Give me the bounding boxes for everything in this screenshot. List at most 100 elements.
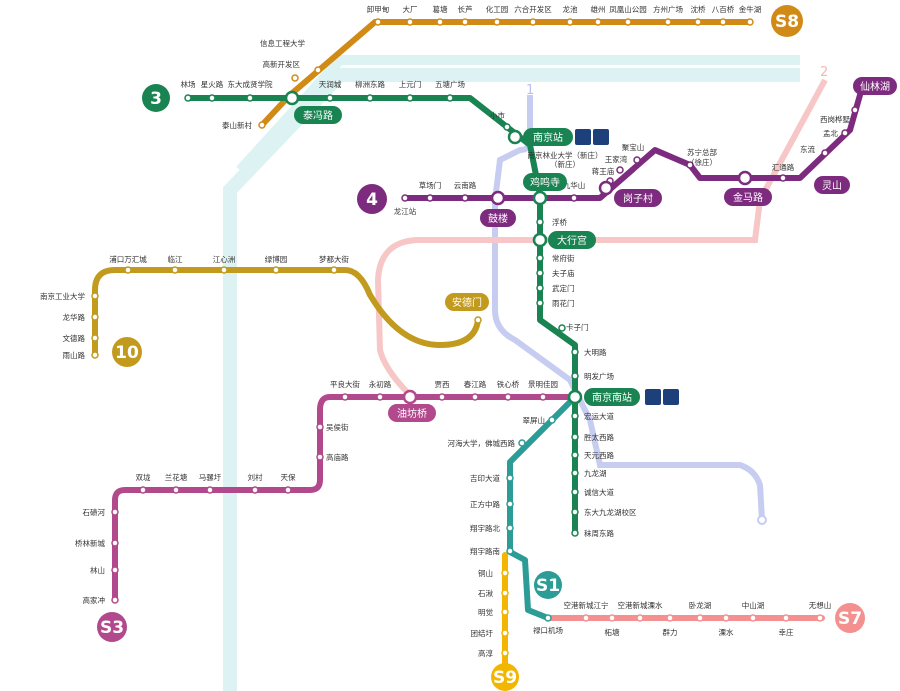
transfer-taifenglu[interactable] (284, 90, 300, 106)
station-s1-1[interactable] (518, 439, 526, 447)
box-nanjingnan[interactable] (584, 388, 640, 406)
station-s1-0[interactable] (548, 416, 556, 424)
station-l4-1[interactable] (426, 194, 434, 202)
station-l3-xiaoshi[interactable] (503, 123, 511, 131)
station-l3-e7[interactable] (571, 508, 579, 516)
station-l10-3[interactable] (272, 266, 280, 274)
badge-s1[interactable] (534, 571, 562, 599)
station-s7-1[interactable] (636, 614, 644, 622)
station-s3-2[interactable] (438, 393, 446, 401)
station-l3-e6[interactable] (571, 488, 579, 496)
station-l10-1[interactable] (171, 266, 179, 274)
station-s3-wh[interactable] (316, 423, 324, 431)
station-l10-l3[interactable] (91, 351, 99, 359)
badge-l3[interactable] (142, 84, 170, 112)
station-l4-3[interactable] (570, 194, 578, 202)
station-l3-s3[interactable] (536, 284, 544, 292)
station-s9-2[interactable] (501, 608, 509, 616)
box-taifenglu[interactable] (294, 106, 342, 124)
station-l3-e1[interactable] (571, 372, 579, 380)
station-s9-4[interactable] (501, 649, 509, 657)
station-s8-4[interactable] (493, 18, 501, 26)
station-s8-0[interactable] (374, 18, 382, 26)
station-s7-2[interactable] (696, 614, 704, 622)
box-gulou[interactable] (480, 209, 516, 227)
station-s3-0[interactable] (341, 393, 349, 401)
station-s8-10[interactable] (694, 18, 702, 26)
station-l3-e8[interactable] (571, 529, 579, 537)
station-s8-11[interactable] (719, 18, 727, 26)
station-l3-4[interactable] (366, 94, 374, 102)
box-daxinggong[interactable] (548, 231, 596, 249)
station-s9-0[interactable] (501, 569, 509, 577)
station-s7-b1[interactable] (666, 614, 674, 622)
station-s8-3[interactable] (461, 18, 469, 26)
station-l4-jbs[interactable] (633, 156, 641, 164)
box-youfangqiao[interactable] (388, 404, 436, 422)
station-l3-2[interactable] (246, 94, 254, 102)
station-l10-l1[interactable] (91, 313, 99, 321)
station-s1-l0[interactable] (506, 474, 514, 482)
station-s3-b2[interactable] (206, 486, 214, 494)
station-s1-lk[interactable] (544, 614, 552, 622)
station-l3-1[interactable] (208, 94, 216, 102)
station-l4-dl[interactable] (821, 149, 829, 157)
transfer-youfangqiao[interactable] (402, 389, 418, 405)
station-l3-e2[interactable] (571, 412, 579, 420)
station-l10-4[interactable] (330, 266, 338, 274)
station-s9-3[interactable] (501, 629, 509, 637)
station-l3-t0[interactable] (314, 66, 322, 74)
station-l3-5[interactable] (406, 94, 414, 102)
station-l3-s2[interactable] (536, 269, 544, 277)
station-s7-b3[interactable] (782, 614, 790, 622)
transfer-gulou[interactable] (490, 190, 506, 206)
station-s3-gm[interactable] (316, 453, 324, 461)
station-s3-5[interactable] (539, 393, 547, 401)
transfer-jinmalu[interactable] (737, 170, 753, 186)
station-l3-6[interactable] (446, 94, 454, 102)
station-s3-l0[interactable] (111, 508, 119, 516)
station-s3-1[interactable] (376, 393, 384, 401)
badge-l4[interactable] (357, 184, 387, 214)
station-l3-s0[interactable] (536, 218, 544, 226)
station-l3-t2[interactable] (258, 121, 266, 129)
station-l3-e0[interactable] (571, 348, 579, 356)
station-s8-7[interactable] (594, 18, 602, 26)
box-jinmalu[interactable] (724, 188, 772, 206)
station-l10-andemen[interactable] (474, 316, 482, 324)
station-l3-kazimen[interactable] (558, 324, 566, 332)
station-s7-b0[interactable] (608, 614, 616, 622)
station-l3-e5[interactable] (571, 469, 579, 477)
station-l4-wjw[interactable] (616, 166, 624, 174)
station-l3-e3[interactable] (571, 433, 579, 441)
station-s8-2[interactable] (436, 18, 444, 26)
station-s8-9[interactable] (664, 18, 672, 26)
station-s3-l3[interactable] (111, 596, 119, 604)
station-l4-sn[interactable] (686, 161, 694, 169)
station-l4-0[interactable] (401, 194, 409, 202)
station-s9-1[interactable] (501, 589, 509, 597)
station-l3-s4[interactable] (536, 299, 544, 307)
box-gangzicun[interactable] (614, 189, 662, 207)
transfer-nanjing[interactable] (507, 129, 523, 145)
station-s1-l1[interactable] (506, 500, 514, 508)
station-s8-5[interactable] (529, 18, 537, 26)
station-l4-2[interactable] (461, 194, 469, 202)
station-s1-l3[interactable] (506, 547, 514, 555)
station-l4-xg[interactable] (851, 106, 859, 114)
badge-s8[interactable] (771, 5, 803, 37)
box-andemen[interactable] (445, 293, 489, 311)
station-l3-t1[interactable] (291, 74, 299, 82)
station-s3-4[interactable] (504, 393, 512, 401)
station-l3-0[interactable] (184, 94, 192, 102)
station-s3-b4[interactable] (284, 486, 292, 494)
station-l10-0[interactable] (124, 266, 132, 274)
station-l3-s1[interactable] (536, 254, 544, 262)
transfer-daxinggong[interactable] (532, 232, 548, 248)
badge-s7[interactable] (835, 603, 865, 633)
station-s3-b0[interactable] (139, 486, 147, 494)
station-l10-l0[interactable] (91, 292, 99, 300)
station-s7-4[interactable] (816, 614, 824, 622)
station-s3-b1[interactable] (172, 486, 180, 494)
station-s8-12[interactable] (746, 18, 754, 26)
